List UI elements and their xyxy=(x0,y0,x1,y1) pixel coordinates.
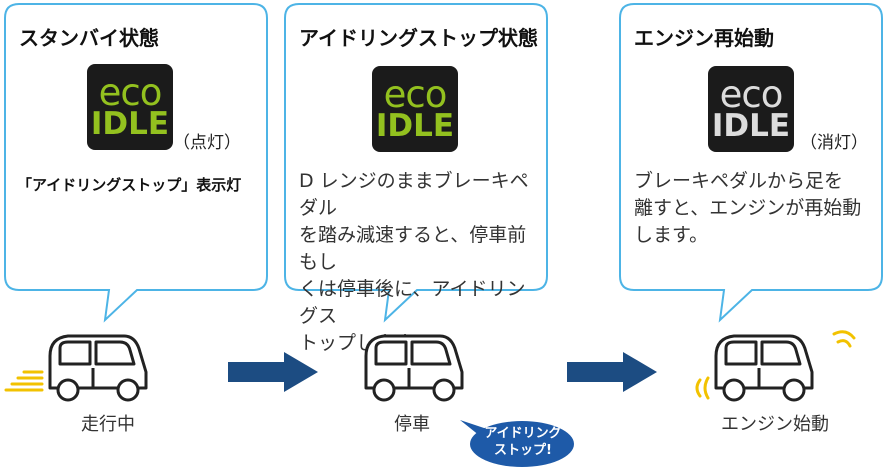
speech-frame xyxy=(619,3,883,323)
panel-engine-restart: エンジン再始動 eco IDLE （消灯） ブレーキペダルから足を 離すと、エン… xyxy=(619,3,883,323)
idling-stop-bubble xyxy=(460,420,574,467)
panel-title: エンジン再始動 xyxy=(634,26,774,50)
panel-title: スタンバイ状態 xyxy=(19,26,159,50)
car-stopped-icon xyxy=(364,334,464,402)
car-driving-icon xyxy=(4,334,148,402)
eco-idle-icon: eco IDLE xyxy=(708,66,794,152)
eco-idle-icon: eco IDLE xyxy=(87,64,173,150)
description: ブレーキペダルから足を 離すと、エンジンが再始動 します。 xyxy=(634,170,862,246)
indicator-label: 「アイドリングストップ」表示灯 xyxy=(17,176,242,194)
eco-idle-icon: eco IDLE xyxy=(372,66,458,152)
bubble-text: アイドリング ストップ! xyxy=(484,426,562,458)
car-label: エンジン始動 xyxy=(721,414,829,435)
car-label: 停車 xyxy=(394,414,430,435)
panel-idling-stop: アイドリングストップ状態 eco IDLE D レンジのままブレーキペダル を踏… xyxy=(284,3,548,354)
panel-title: アイドリングストップ状態 xyxy=(299,26,538,50)
speech-frame xyxy=(4,3,268,323)
status-label: （消灯） xyxy=(800,133,868,153)
description: D レンジのままブレーキペダル を踏み減速すると、停車前もし くは停車後に、アイ… xyxy=(299,170,529,354)
car-label: 走行中 xyxy=(81,414,135,435)
car-engine-start-icon xyxy=(695,330,856,402)
status-label: （点灯） xyxy=(173,133,241,153)
right-arrow-icon xyxy=(228,352,318,392)
panel-standby: スタンバイ状態 eco IDLE （点灯） 「アイドリングストップ」表示灯 xyxy=(4,3,268,323)
speech-frame xyxy=(284,3,548,323)
right-arrow-icon xyxy=(567,352,657,392)
